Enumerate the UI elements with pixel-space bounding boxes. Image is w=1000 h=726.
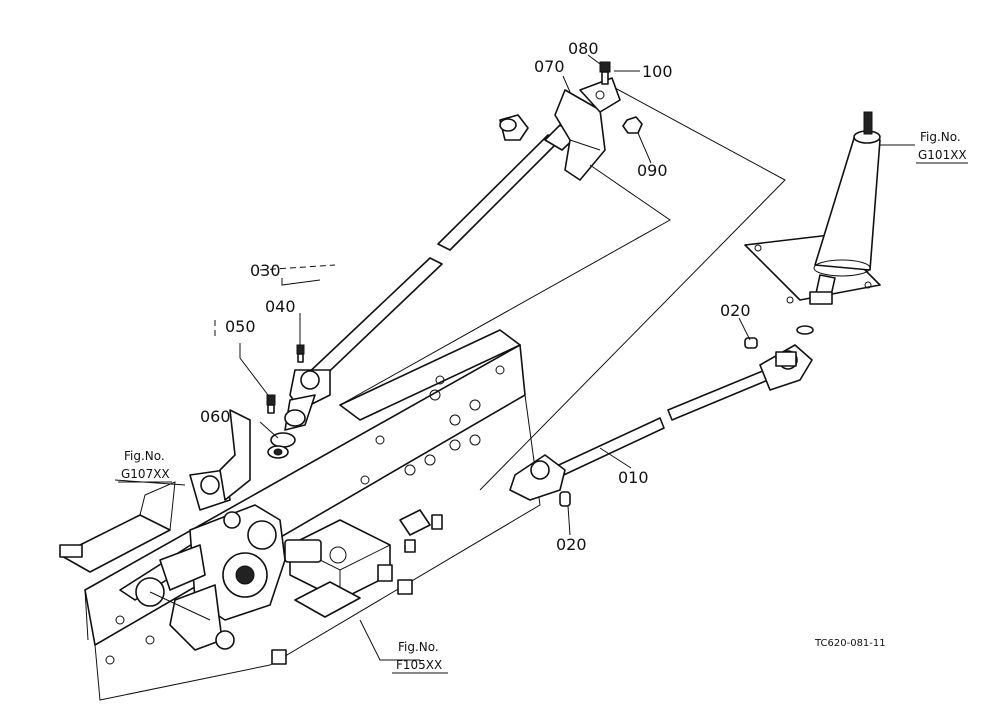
bushing-060 (267, 432, 296, 459)
part-label-020-lower: 020 (556, 535, 587, 554)
svg-text:Fig.No.: Fig.No. (398, 640, 439, 654)
part-label-060: 060 (200, 407, 231, 426)
nut-090 (622, 116, 643, 134)
fig-ref-g101xx: Fig.No. G101XX (916, 130, 968, 164)
fig-ref-g107xx: Fig.No. G107XX (118, 449, 172, 483)
grouping-lines (214, 87, 786, 491)
part-label-080: 080 (568, 39, 599, 58)
fig-ref-f105xx: Fig.No. F105XX (392, 640, 448, 674)
chassis-frame (59, 329, 541, 701)
svg-text:Fig.No.: Fig.No. (920, 130, 961, 144)
steering-column (744, 111, 881, 335)
steering-shaft-030 (284, 124, 579, 431)
bolt-100 (599, 61, 611, 85)
steering-shaft-010 (509, 344, 813, 501)
svg-text:F105XX: F105XX (396, 658, 442, 672)
bolt-050 (266, 394, 276, 414)
part-label-010: 010 (618, 468, 649, 487)
upper-nut (499, 114, 529, 141)
bolt-040 (296, 344, 305, 363)
part-label-090: 090 (637, 161, 668, 180)
frame-holes (105, 365, 505, 665)
part-label-020-upper: 020 (720, 301, 751, 320)
part-label-030: 030 (250, 261, 281, 280)
bracket-070 (554, 77, 621, 181)
svg-text:Fig.No.: Fig.No. (124, 449, 165, 463)
power-steering-unit (135, 504, 286, 651)
drawing-code: TC620-081-11 (814, 638, 886, 649)
part-label-070: 070 (534, 57, 565, 76)
svg-text:G107XX: G107XX (121, 467, 170, 481)
bolt-020-lower (559, 491, 571, 507)
part-label-100: 100 (642, 62, 673, 81)
svg-text:G101XX: G101XX (918, 148, 967, 162)
bolt-020-upper (744, 337, 758, 349)
part-label-050: 050 (225, 317, 256, 336)
part-label-040: 040 (265, 297, 296, 316)
